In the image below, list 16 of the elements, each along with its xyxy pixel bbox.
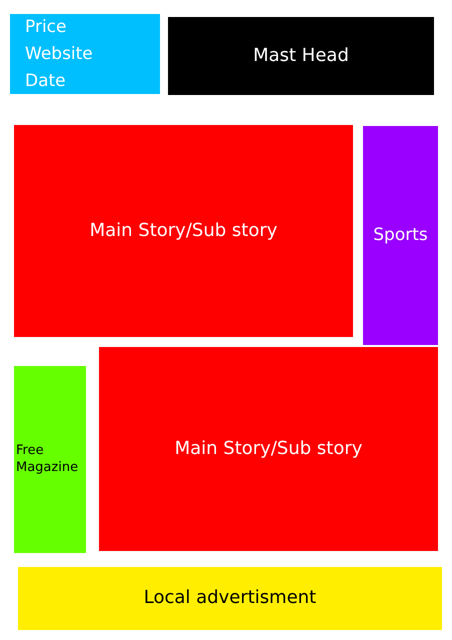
layout-block xyxy=(14,125,353,337)
block-label: Website xyxy=(25,42,93,66)
block-label: Free Magazine xyxy=(16,443,80,476)
layout-block xyxy=(14,366,86,553)
block-label: Main Story/Sub story xyxy=(174,438,362,460)
block-label: Mast Head xyxy=(253,44,349,68)
layout-block xyxy=(168,17,434,95)
layout-block xyxy=(18,567,442,630)
layout-block xyxy=(10,14,160,94)
layout-block xyxy=(99,347,438,551)
layout-block xyxy=(363,126,438,345)
block-label: Main Story/Sub story xyxy=(90,220,278,242)
block-label: Date xyxy=(25,70,66,92)
block-label: Local advertisment xyxy=(144,587,316,610)
block-label: Price xyxy=(25,16,66,38)
block-label: Sports xyxy=(373,224,428,246)
